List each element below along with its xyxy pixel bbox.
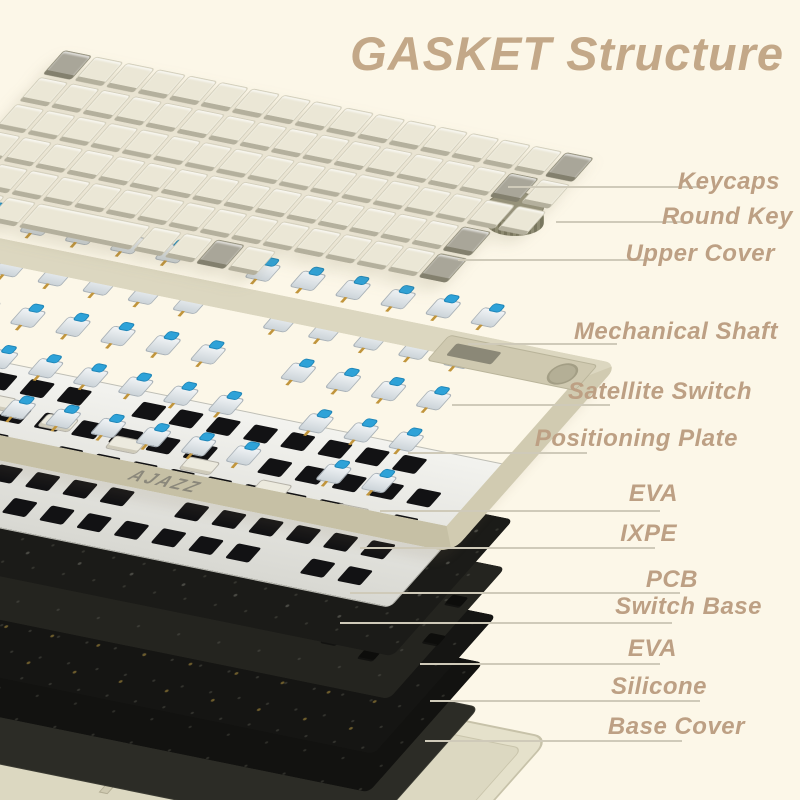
page-title: GASKET Structure bbox=[350, 27, 784, 80]
leader-line bbox=[425, 740, 682, 742]
port-cutout bbox=[445, 343, 502, 365]
sbit bbox=[422, 632, 447, 645]
label-round-key: Round Key bbox=[661, 203, 793, 230]
label-positioning-plate: Positioning Plate bbox=[534, 425, 738, 452]
hole bbox=[299, 558, 336, 578]
label-mechanical-shaft: Mechanical Shaft bbox=[573, 318, 778, 345]
hole bbox=[75, 512, 113, 533]
leader-line bbox=[452, 404, 610, 406]
leader-line bbox=[380, 510, 660, 512]
leader-line bbox=[468, 343, 617, 345]
leader-line bbox=[350, 592, 680, 594]
label-upper-cover: Upper Cover bbox=[625, 240, 775, 267]
label-eva-top: EVA bbox=[628, 480, 678, 507]
hole bbox=[113, 520, 150, 541]
label-base-cover: Base Cover bbox=[607, 713, 745, 740]
leader-line bbox=[340, 622, 672, 624]
leader-line bbox=[420, 663, 660, 665]
label-ixpe: IXPE bbox=[620, 520, 677, 547]
label-pcb: PCB bbox=[645, 566, 698, 593]
leader-line bbox=[556, 221, 692, 223]
label-keycaps: Keycaps bbox=[677, 168, 780, 195]
hole bbox=[0, 490, 1, 510]
hole bbox=[187, 535, 225, 556]
label-eva-bottom: EVA bbox=[627, 635, 677, 662]
hole bbox=[38, 505, 76, 525]
leader-line bbox=[458, 259, 654, 261]
label-switch-base: Switch Base bbox=[615, 593, 762, 620]
hole bbox=[336, 565, 374, 586]
leader-line bbox=[360, 547, 655, 549]
hole bbox=[1, 497, 39, 518]
hole bbox=[224, 543, 262, 563]
label-satellite-switch: Satellite Switch bbox=[567, 378, 752, 405]
sbit bbox=[445, 594, 469, 607]
hole bbox=[150, 528, 187, 548]
label-silicone: Silicone bbox=[610, 673, 707, 700]
leader-line bbox=[508, 186, 703, 188]
leader-line bbox=[408, 452, 587, 454]
leader-line bbox=[430, 700, 700, 702]
